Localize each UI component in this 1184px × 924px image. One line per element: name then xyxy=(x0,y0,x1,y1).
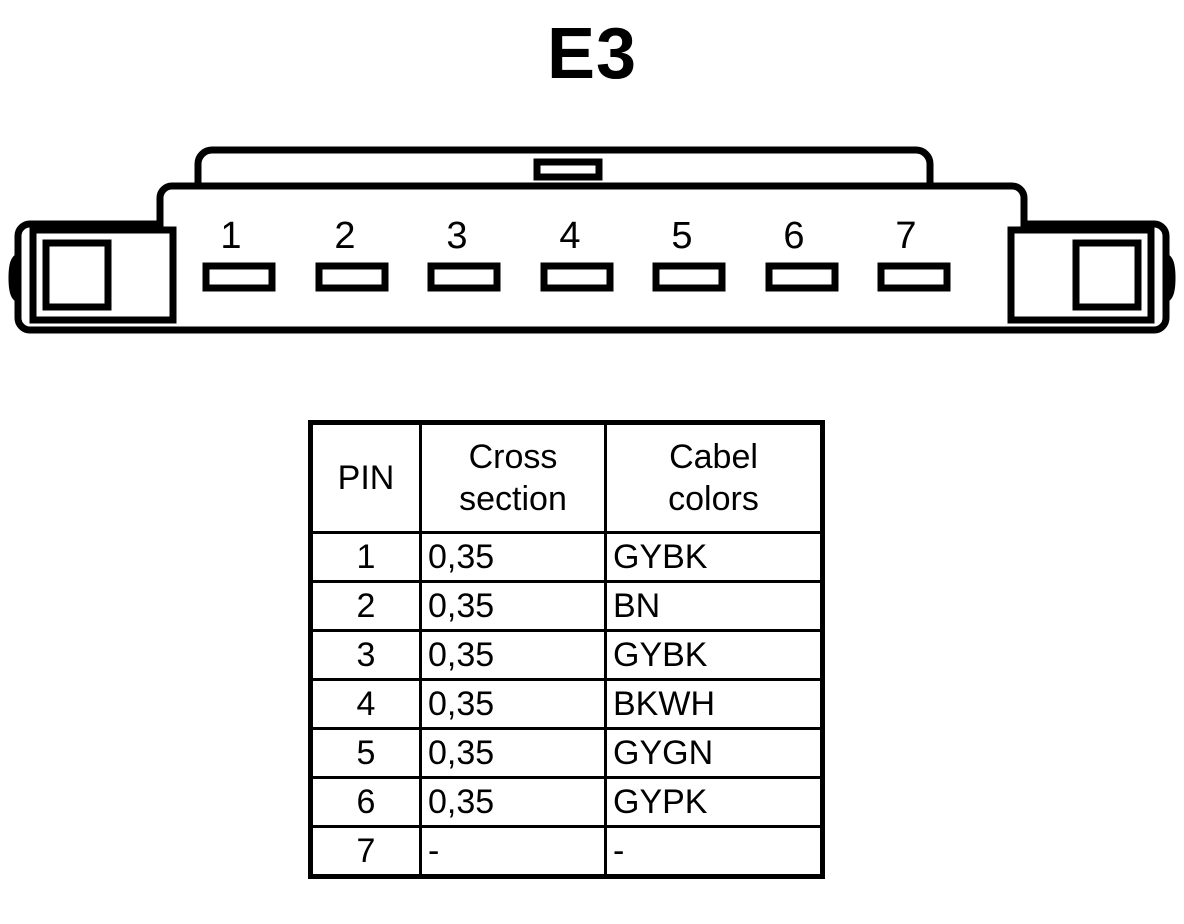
column-header-cross-line1: Cross xyxy=(468,438,558,476)
latch-slot-icon xyxy=(533,158,603,181)
table-row: 3 0,35 GYBK xyxy=(309,629,824,681)
table-row: 1 0,35 GYBK xyxy=(309,531,824,583)
column-header-cross-line2: section xyxy=(459,480,567,518)
cell-pin: 5 xyxy=(309,727,422,779)
column-header-colors-line2: colors xyxy=(668,480,759,518)
column-header-cross-section: Cross section xyxy=(419,421,607,534)
cell-cross-section: 0,35 xyxy=(419,727,607,779)
right-ear-inner-square-icon xyxy=(1072,239,1142,311)
column-header-pin: PIN xyxy=(309,421,422,534)
left-ear-inner-square-icon xyxy=(42,239,112,311)
pinout-table-container: PIN Cross section Cabel colors 1 0,35 GY… xyxy=(308,420,825,879)
column-header-colors-line1: Cabel xyxy=(669,438,758,476)
table-header-row: PIN Cross section Cabel colors xyxy=(309,421,824,534)
cell-cable-colors: GYBK xyxy=(604,531,824,583)
pin-cavity-2 xyxy=(315,262,389,292)
pin-number-label-7: 7 xyxy=(895,215,916,257)
cell-cross-section: - xyxy=(419,825,607,878)
cell-cable-colors: - xyxy=(604,825,824,878)
pin-cavity-3 xyxy=(427,262,501,292)
pin-number-label-3: 3 xyxy=(446,215,467,257)
pin-number-label-6: 6 xyxy=(783,215,804,257)
table-row: 5 0,35 GYGN xyxy=(309,727,824,779)
cell-cable-colors: GYPK xyxy=(604,776,824,828)
cell-cross-section: 0,35 xyxy=(419,776,607,828)
pinout-table: PIN Cross section Cabel colors 1 0,35 GY… xyxy=(308,420,825,879)
table-row: 6 0,35 GYPK xyxy=(309,776,824,828)
cell-cross-section: 0,35 xyxy=(419,580,607,632)
cell-pin: 2 xyxy=(309,580,422,632)
cell-pin: 1 xyxy=(309,531,422,583)
cell-cross-section: 0,35 xyxy=(419,678,607,730)
cell-pin: 7 xyxy=(309,825,422,878)
cell-pin: 6 xyxy=(309,776,422,828)
column-header-pin-line1: PIN xyxy=(337,459,395,497)
cell-pin: 3 xyxy=(309,629,422,681)
pin-number-label-5: 5 xyxy=(671,215,692,257)
connector-body-outline xyxy=(14,182,1170,334)
pin-number-label-4: 4 xyxy=(559,215,580,257)
pin-cavity-7 xyxy=(877,262,951,292)
pin-cavity-4 xyxy=(540,262,614,292)
cell-cross-section: 0,35 xyxy=(419,629,607,681)
pin-cavity-5 xyxy=(652,262,726,292)
column-header-cabel-colors: Cabel colors xyxy=(604,421,824,534)
pin-cavity-6 xyxy=(765,262,839,292)
cell-cross-section: 0,35 xyxy=(419,531,607,583)
table-row: 7 - - xyxy=(309,825,824,878)
page-title: E3 xyxy=(546,14,638,94)
table-row: 4 0,35 BKWH xyxy=(309,678,824,730)
connector-diagram: 1 2 3 4 5 6 7 xyxy=(0,130,1184,360)
table-row: 2 0,35 BN xyxy=(309,580,824,632)
cell-cable-colors: BN xyxy=(604,580,824,632)
cell-cable-colors: GYBK xyxy=(604,629,824,681)
cell-pin: 4 xyxy=(309,678,422,730)
pin-cavity-1 xyxy=(202,262,276,292)
cell-cable-colors: GYGN xyxy=(604,727,824,779)
pin-number-label-2: 2 xyxy=(334,215,355,257)
pin-number-label-1: 1 xyxy=(220,215,241,257)
cell-cable-colors: BKWH xyxy=(604,678,824,730)
